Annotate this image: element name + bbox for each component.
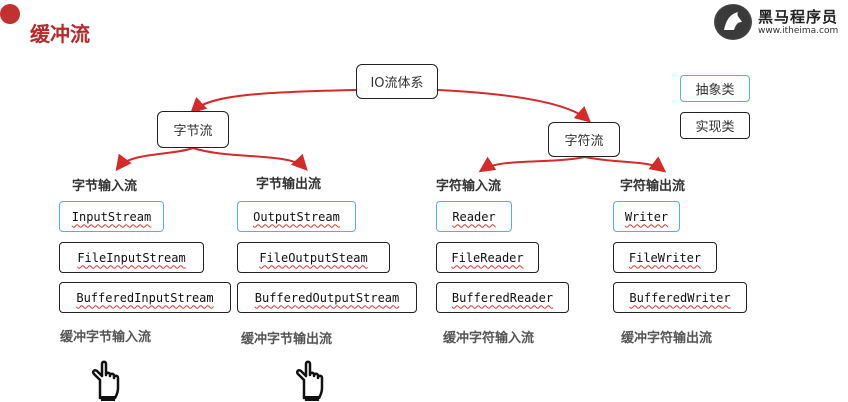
arrow-to-char-input xyxy=(478,156,586,173)
arrow-to-byte-stream xyxy=(190,89,357,114)
legend-concrete: 实现类 xyxy=(680,112,750,139)
buffered-byte-output: 缓冲字节输出流 xyxy=(241,332,333,347)
page-title: 缓冲流 xyxy=(30,22,90,46)
char-stream-node: 字符流 xyxy=(548,122,620,157)
pointing-hand-icon xyxy=(91,360,120,401)
buffered-char-input: 缓冲字符输入流 xyxy=(443,331,535,346)
class-bufferedoutputstream: BufferedOutputStream xyxy=(237,282,417,313)
class-outputstream: OutputStream xyxy=(237,201,356,232)
pointing-hand-icon xyxy=(295,360,324,401)
buffered-char-output: 缓冲字符输出流 xyxy=(621,331,713,346)
class-fileinputstream: FileInputStream xyxy=(59,242,204,273)
io-root-node: IO流体系 xyxy=(356,64,438,99)
class-reader: Reader xyxy=(436,201,512,232)
category-char-output: 字符输出流 xyxy=(620,179,686,194)
class-writer: Writer xyxy=(613,201,680,232)
class-filewriter: FileWriter xyxy=(613,242,717,273)
category-byte-input: 字节输入流 xyxy=(72,179,138,194)
arrow-to-byte-input xyxy=(115,147,194,172)
buffered-byte-input: 缓冲字节输入流 xyxy=(60,330,152,345)
byte-stream-node: 字节流 xyxy=(157,111,229,148)
category-char-input: 字符输入流 xyxy=(436,179,502,194)
logo-url: www.itheima.com xyxy=(758,26,839,36)
class-fileoutputsteam: FileOutputSteam xyxy=(237,242,390,273)
class-inputstream: InputStream xyxy=(59,201,164,232)
title-bullet xyxy=(0,4,20,24)
class-filereader: FileReader xyxy=(436,242,539,273)
horse-logo-icon xyxy=(714,4,752,40)
category-byte-output: 字节输出流 xyxy=(256,177,322,192)
arrow-to-char-output xyxy=(584,156,667,173)
class-bufferedwriter: BufferedWriter xyxy=(613,282,747,313)
class-bufferedinputstream: BufferedInputStream xyxy=(59,282,231,313)
arrow-to-char-stream xyxy=(437,89,591,123)
class-bufferedreader: BufferedReader xyxy=(436,282,569,313)
arrow-to-byte-output xyxy=(192,147,308,171)
legend-abstract: 抽象类 xyxy=(680,75,750,102)
logo-name: 黑马程序员 xyxy=(758,8,839,26)
